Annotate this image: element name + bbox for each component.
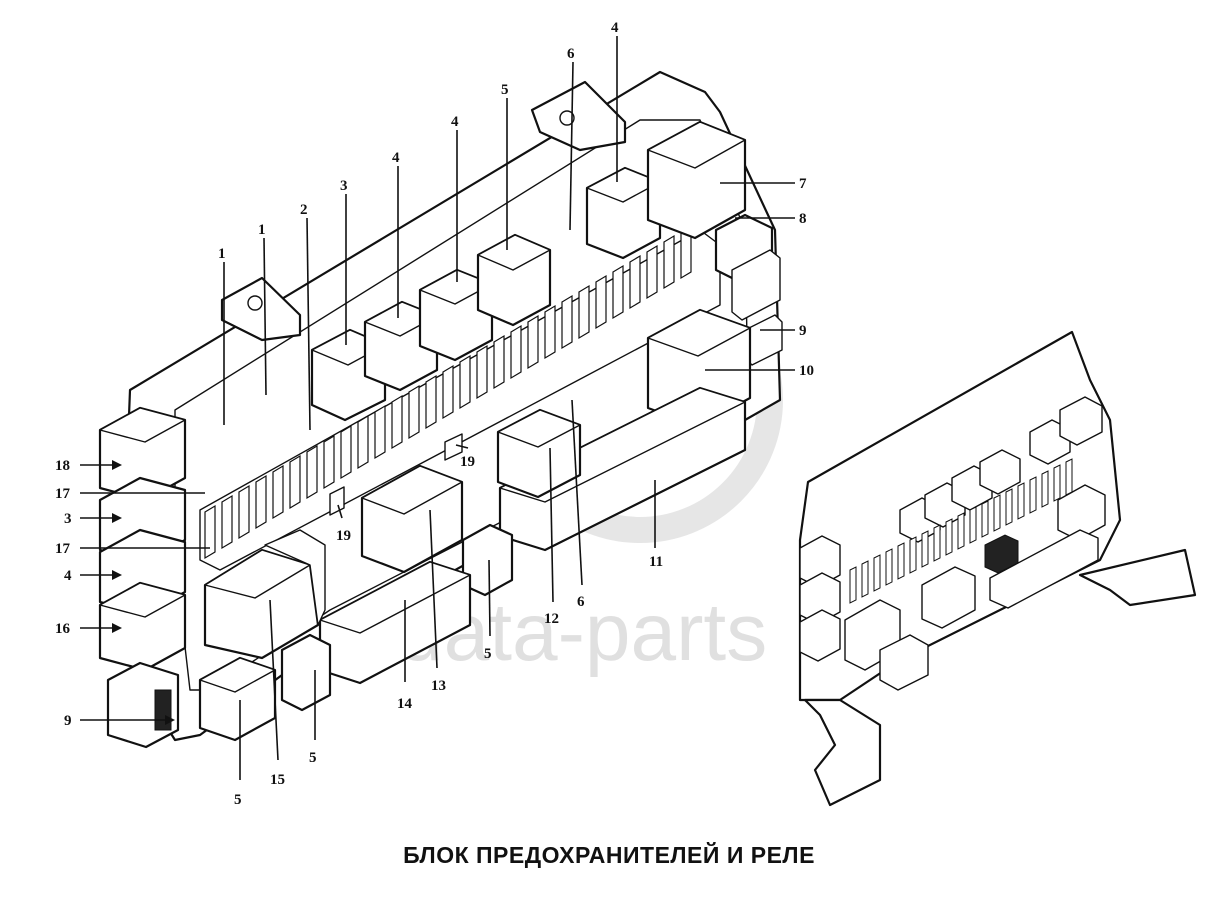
callout-4-top-a: 4 <box>392 150 400 318</box>
callout-13: 13 <box>429 509 446 694</box>
callout-17-upper: 17 <box>55 486 205 502</box>
svg-text:8: 8 <box>799 211 807 227</box>
svg-text:19: 19 <box>336 528 351 544</box>
bracket-hole-icon <box>247 295 263 311</box>
callout-18: 18 <box>55 458 122 474</box>
relay-13 <box>360 464 464 574</box>
callout-3-left: 3 <box>64 511 122 527</box>
svg-text:17: 17 <box>55 486 71 502</box>
svg-text:1: 1 <box>258 222 266 238</box>
relay-7 <box>646 120 747 240</box>
svg-text:4: 4 <box>611 20 619 36</box>
connector-latch <box>154 689 172 731</box>
svg-text:1: 1 <box>218 246 226 262</box>
callout-3-top: 3 <box>340 178 348 345</box>
relay-5 <box>476 233 552 327</box>
relay-5d <box>198 656 277 742</box>
svg-text:14: 14 <box>397 696 413 712</box>
callout-16: 16 <box>55 621 122 637</box>
callout-14: 14 <box>397 600 413 712</box>
relay-18 <box>98 406 187 502</box>
side-bracket-bottom <box>803 698 882 807</box>
svg-text:2: 2 <box>300 202 308 218</box>
clip-9-right <box>731 249 783 366</box>
svg-text:7: 7 <box>799 176 807 192</box>
relay-16 <box>98 581 187 672</box>
relay-5c <box>280 633 332 712</box>
svg-text:5: 5 <box>309 750 317 766</box>
callout-19a: 19 <box>455 444 475 470</box>
callout-5-mid: 5 <box>484 559 492 662</box>
svg-text:9: 9 <box>799 323 807 339</box>
svg-text:16: 16 <box>55 621 71 637</box>
callout-9-right: 9 <box>760 323 807 339</box>
svg-text:15: 15 <box>270 772 285 788</box>
connector-9-left <box>106 661 180 749</box>
bracket-hole-icon <box>559 110 575 126</box>
callout-4-top-c: 4 <box>611 20 619 182</box>
callout-15: 15 <box>269 599 285 788</box>
svg-text:11: 11 <box>649 554 663 570</box>
callout-5-top: 5 <box>501 82 509 250</box>
svg-text:17: 17 <box>55 541 71 557</box>
svg-text:10: 10 <box>799 363 814 379</box>
callout-6-top: 6 <box>567 46 575 231</box>
fuse-row <box>204 224 692 560</box>
svg-text:6: 6 <box>577 594 585 610</box>
callout-1a: 1 <box>218 246 226 425</box>
jumper-19a <box>444 433 463 461</box>
svg-text:5: 5 <box>501 82 509 98</box>
svg-text:4: 4 <box>451 114 459 130</box>
svg-text:5: 5 <box>484 646 492 662</box>
side-fuse-row <box>849 458 1073 604</box>
callout-1b: 1 <box>258 222 267 396</box>
relay-12 <box>496 408 582 499</box>
mounting-bracket-right <box>530 80 627 152</box>
callout-8: 8 <box>735 211 807 227</box>
svg-text:12: 12 <box>544 611 559 627</box>
callout-5-bottom-a: 5 <box>309 670 317 766</box>
main-block <box>98 70 783 749</box>
svg-text:3: 3 <box>64 511 72 527</box>
callout-4-top-b: 4 <box>451 114 459 282</box>
relay-15 <box>203 529 326 660</box>
svg-text:6: 6 <box>567 46 575 62</box>
callout-10: 10 <box>705 363 814 379</box>
mounting-bracket-left <box>220 276 302 342</box>
side-bracket-right <box>1078 548 1197 607</box>
side-view-block <box>798 330 1197 807</box>
callout-19b: 19 <box>336 504 351 544</box>
svg-text:5: 5 <box>234 792 242 808</box>
svg-text:3: 3 <box>340 178 348 194</box>
svg-text:9: 9 <box>64 713 72 729</box>
callout-7: 7 <box>720 176 807 192</box>
callout-11: 11 <box>649 480 663 570</box>
callout-2: 2 <box>300 202 311 431</box>
svg-text:4: 4 <box>64 568 72 584</box>
relay-4c <box>585 166 662 260</box>
svg-text:4: 4 <box>392 150 400 166</box>
diagram-caption: БЛОК ПРЕДОХРАНИТЕЛЕЙ И РЕЛЕ <box>403 842 815 868</box>
callout-17-lower: 17 <box>55 541 210 557</box>
svg-text:18: 18 <box>55 458 70 474</box>
svg-text:13: 13 <box>431 678 446 694</box>
jumper-19b <box>329 486 345 516</box>
callout-6-bottom: 6 <box>571 399 585 610</box>
callout-12: 12 <box>544 447 559 627</box>
callout-9-left: 9 <box>64 713 175 729</box>
svg-text:19: 19 <box>460 454 475 470</box>
callout-5-bottom-b: 5 <box>234 700 242 808</box>
callouts: 1 1 2 3 4 4 5 6 <box>55 20 814 808</box>
callout-4-left: 4 <box>64 568 122 584</box>
